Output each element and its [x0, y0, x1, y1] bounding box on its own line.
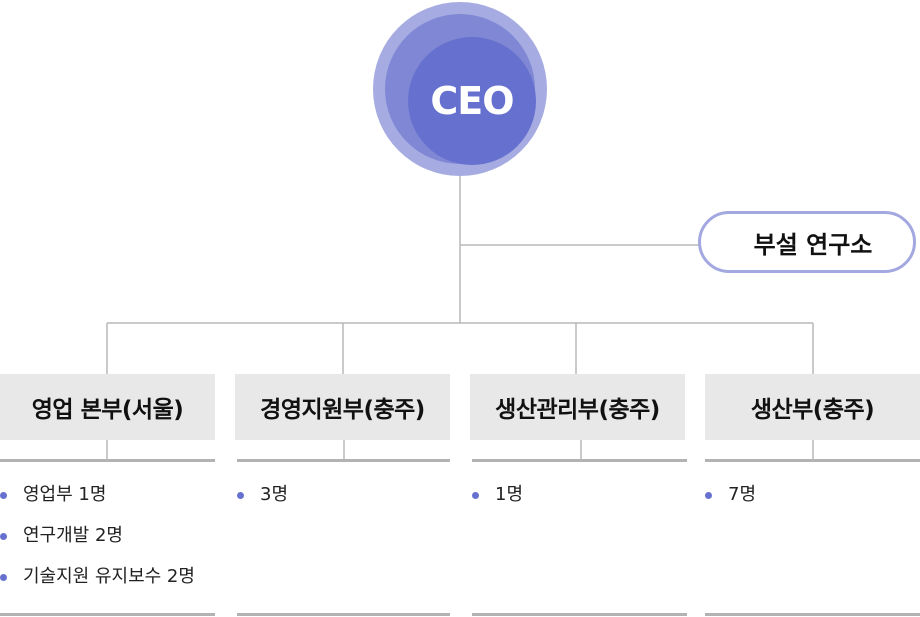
dept-management-bottom-rule: [237, 613, 450, 616]
dept-management-list: 3명: [237, 480, 288, 521]
dept-production-management-node: 생산관리부(충주): [470, 374, 685, 440]
list-item: 1명: [472, 480, 523, 521]
list-item: 연구개발 2명: [0, 521, 195, 562]
bullet-icon: [0, 492, 7, 499]
research-lab-node: 부설 연구소: [698, 211, 916, 273]
dept-sales-top-rule: [0, 459, 215, 462]
list-item: 영업부 1명: [0, 480, 195, 521]
dept-production-management-top-rule: [472, 459, 687, 462]
bullet-icon: [705, 492, 712, 499]
list-item: 3명: [237, 480, 288, 521]
dept-management-label: 경영지원부(충주): [260, 397, 425, 423]
ceo-label: CEO: [430, 79, 514, 123]
dept-production-bottom-rule: [705, 613, 920, 616]
ceo-node: CEO: [373, 2, 547, 176]
dept-sales-label: 영업 본부(서울): [31, 397, 184, 423]
list-item: 기술지원 유지보수 2명: [0, 562, 195, 603]
bullet-icon: [237, 492, 244, 499]
dept-sales-list: 영업부 1명 연구개발 2명 기술지원 유지보수 2명: [0, 480, 195, 603]
dept-management-top-rule: [237, 459, 450, 462]
dept-management-node: 경영지원부(충주): [235, 374, 450, 440]
dept-production-top-rule: [705, 459, 920, 462]
bullet-icon: [0, 574, 7, 581]
bullet-icon: [472, 492, 479, 499]
list-item: 7명: [705, 480, 756, 521]
dept-production-management-label: 생산관리부(충주): [495, 397, 660, 423]
dept-sales-node: 영업 본부(서울): [0, 374, 215, 440]
dept-production-node: 생산부(충주): [705, 374, 920, 440]
dept-sales-bottom-rule: [0, 613, 215, 616]
research-lab-label: 부설 연구소: [753, 230, 873, 259]
dept-production-management-bottom-rule: [472, 613, 687, 616]
dept-production-management-list: 1명: [472, 480, 523, 521]
bullet-icon: [0, 533, 7, 540]
dept-production-list: 7명: [705, 480, 756, 521]
dept-production-label: 생산부(충주): [750, 397, 875, 423]
